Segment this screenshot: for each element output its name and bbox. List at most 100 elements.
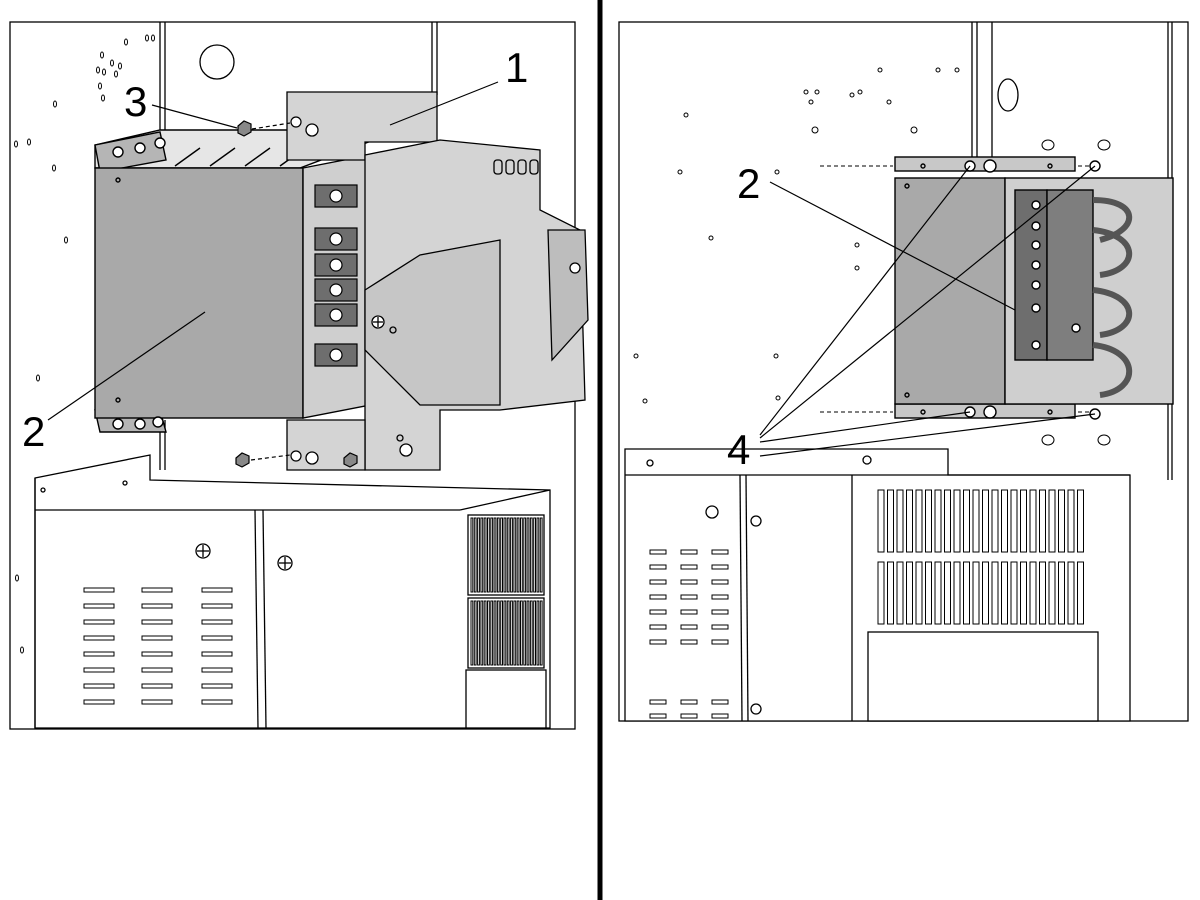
vent-slot (1010, 489, 1018, 553)
vent-slot (516, 517, 520, 593)
terminal-block-right (1014, 189, 1048, 361)
vent-slot (925, 489, 932, 553)
vent-slot (1020, 561, 1027, 625)
vent-slot (982, 561, 989, 625)
mounting-holes (14, 34, 155, 654)
vent-slot (523, 600, 527, 666)
vent-slot (513, 600, 517, 666)
terminal-block-left (314, 184, 358, 367)
module-front-face-right (894, 177, 1006, 405)
vent-slot (533, 517, 537, 593)
vent-slot (887, 489, 894, 553)
vent-slot (915, 489, 923, 553)
vent-slots-right (877, 489, 1084, 625)
vent-slot (944, 561, 951, 625)
vent-slot (944, 489, 951, 553)
vent-slot (972, 489, 980, 553)
mounting-bracket (286, 91, 589, 471)
vent-slot (1048, 561, 1056, 625)
callout-3: 3 (124, 78, 147, 125)
vent-slot (1029, 489, 1037, 553)
vent-slot (1010, 561, 1018, 625)
module-left-flange-top (94, 131, 167, 173)
lower-cabinet-right (624, 448, 1131, 722)
vent-slot (896, 561, 904, 625)
left-panel (9, 21, 589, 730)
vent-slot (915, 561, 923, 625)
vent-slot (533, 600, 537, 666)
alignment-lines (820, 165, 1090, 413)
vent-slot (493, 517, 497, 593)
vent-slot (477, 600, 480, 666)
vent-slot (1058, 561, 1065, 625)
vent-slot (1048, 489, 1056, 553)
label-rows-right (649, 549, 729, 719)
vent-slot (496, 517, 500, 593)
vent-slot (516, 600, 520, 666)
leader-lines-right (759, 165, 1096, 457)
vent-slot (953, 561, 961, 625)
callout-2-right: 2 (737, 160, 760, 207)
vent-slot (1077, 561, 1084, 625)
module-box-right (894, 156, 1174, 420)
vent-slot (877, 561, 885, 625)
vent-slot (982, 489, 989, 553)
vent-slot (536, 600, 540, 666)
callout-1: 1 (505, 44, 528, 91)
vent-slot (906, 489, 913, 553)
terminal-cover-right (1046, 189, 1094, 361)
vent-slot (487, 600, 490, 666)
right-panel (618, 21, 1189, 722)
vent-slot (539, 517, 543, 593)
panel-knockout-hole-right (997, 78, 1019, 112)
vent-slot (483, 517, 487, 593)
vent-slot (529, 517, 533, 593)
vent-slot (490, 517, 494, 593)
vent-slot (480, 600, 484, 666)
hex-nuts (235, 116, 358, 468)
vent-slot (500, 517, 504, 593)
label-rows-left (83, 587, 233, 705)
vent-slot (496, 600, 500, 666)
vent-slot (934, 561, 942, 625)
vent-slot (934, 489, 942, 553)
vent-slot (529, 600, 533, 666)
vent-slot (510, 517, 513, 593)
module-front-face (94, 167, 304, 419)
vent-slot (473, 600, 477, 666)
vent-slot (1001, 489, 1008, 553)
vent-slot (963, 489, 970, 553)
vent-slot (925, 561, 932, 625)
vent-slot (503, 517, 507, 593)
vent-slot (470, 600, 474, 666)
panel-knockout-hole (199, 44, 235, 80)
callout-2-left: 2 (22, 408, 45, 455)
vent-slot (520, 600, 523, 666)
vent-slot (506, 600, 510, 666)
vent-slot (1020, 489, 1027, 553)
vent-slot (972, 561, 980, 625)
vent-slot (896, 489, 904, 553)
vent-slot (500, 600, 504, 666)
vent-slot (503, 600, 507, 666)
vent-slot (477, 517, 480, 593)
vent-slot (1077, 489, 1084, 553)
vent-slot (493, 600, 497, 666)
vent-slot (1029, 561, 1037, 625)
vent-slot (483, 600, 487, 666)
vent-slots-left (470, 517, 543, 666)
leader-lines-left (47, 81, 499, 421)
vent-slot (513, 517, 517, 593)
vent-slot (1001, 561, 1008, 625)
vent-slot (877, 489, 885, 553)
vent-slot (1067, 489, 1075, 553)
lower-cabinet-left (34, 454, 551, 729)
vent-slot (963, 561, 970, 625)
vent-slot (1039, 561, 1046, 625)
vent-slot (480, 517, 484, 593)
vent-slot (1039, 489, 1046, 553)
vent-slot (887, 561, 894, 625)
vent-slot (490, 600, 494, 666)
vent-slot (470, 517, 474, 593)
